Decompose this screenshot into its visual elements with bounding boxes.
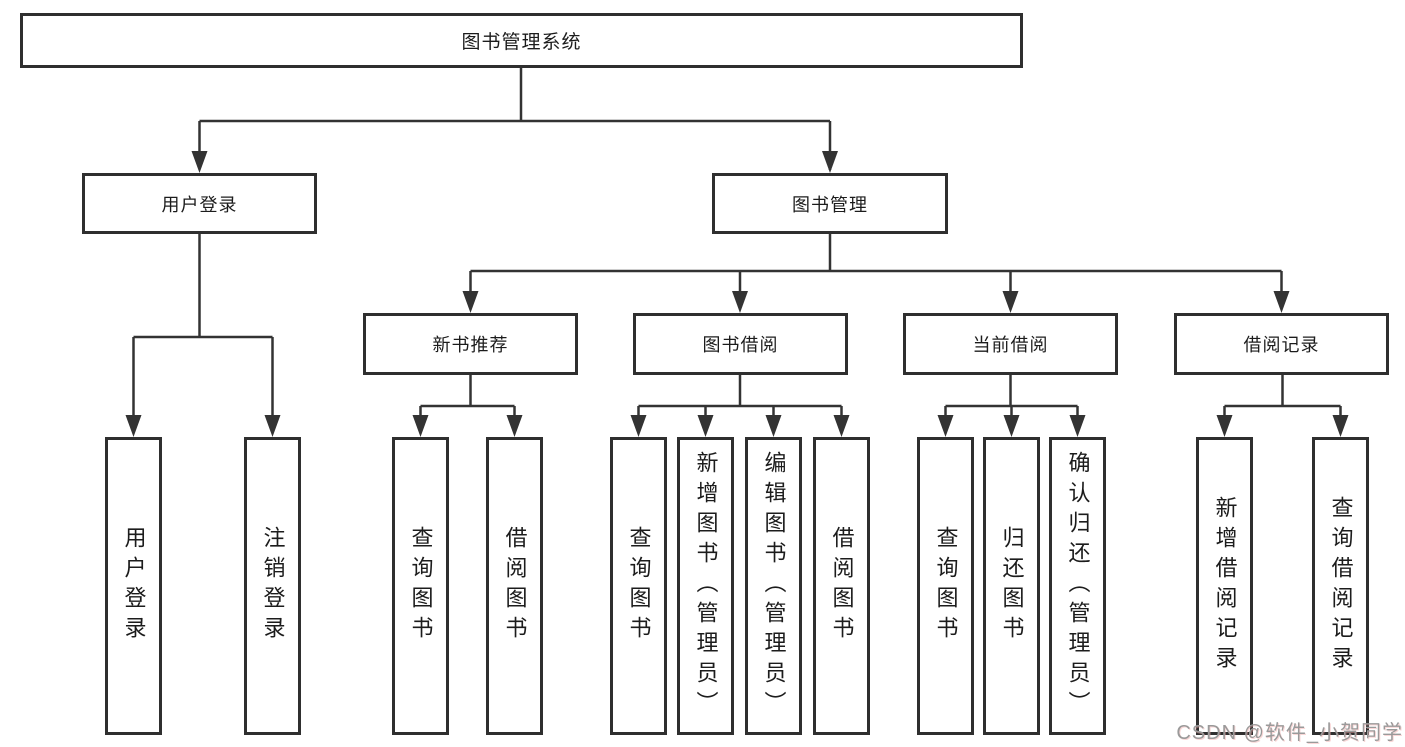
arrowhead-icon <box>1003 415 1020 437</box>
node-leaf-add-books-admin: 新增图书（管理员） <box>677 437 734 735</box>
arrowhead-icon <box>765 415 782 437</box>
arrowhead-icon <box>1273 291 1290 313</box>
arrowhead-icon <box>937 415 954 437</box>
connector-borrowing <box>637 375 843 432</box>
arrowhead-icon <box>462 291 479 313</box>
connector-root <box>198 68 832 170</box>
arrowheads-group <box>125 151 1349 437</box>
node-book-management-module: 图书管理 <box>712 173 948 234</box>
node-leaf-borrow-books-2: 借阅图书 <box>813 437 870 735</box>
arrowhead-icon <box>191 151 208 173</box>
node-borrowing-records: 借阅记录 <box>1174 313 1389 375</box>
arrowhead-icon <box>506 415 523 437</box>
node-book-borrowing: 图书借阅 <box>633 313 848 375</box>
node-leaf-query-books-2: 查询图书 <box>610 437 667 735</box>
arrowhead-icon <box>822 151 838 173</box>
arrowhead-icon <box>1069 415 1086 437</box>
node-current-borrowing: 当前借阅 <box>903 313 1118 375</box>
arrowhead-icon <box>1216 415 1233 437</box>
connector-records <box>1223 375 1342 432</box>
connector-book-management <box>469 234 1283 308</box>
arrowhead-icon <box>630 415 647 437</box>
node-leaf-return-books: 归还图书 <box>983 437 1040 735</box>
arrowhead-icon <box>732 291 748 313</box>
node-leaf-query-borrow-record: 查询借阅记录 <box>1312 437 1369 735</box>
node-leaf-edit-books-admin: 编辑图书（管理员） <box>745 437 802 735</box>
node-leaf-borrow-books-1: 借阅图书 <box>486 437 543 735</box>
node-leaf-user-login: 用户登录 <box>105 437 162 735</box>
arrowhead-icon <box>264 415 281 437</box>
csdn-watermark: CSDN @软件_小贺同学 <box>1176 722 1403 744</box>
node-new-book-recommend: 新书推荐 <box>363 313 578 375</box>
arrowhead-icon <box>412 415 429 437</box>
arrowhead-icon <box>833 415 850 437</box>
connector-new-book <box>419 375 516 432</box>
arrowhead-icon <box>125 415 142 437</box>
node-leaf-confirm-return-admin: 确认归还（管理员） <box>1049 437 1106 735</box>
arrowhead-icon <box>1332 415 1349 437</box>
node-leaf-query-books-3: 查询图书 <box>917 437 974 735</box>
node-book-management-system: 图书管理系统 <box>20 13 1023 68</box>
node-user-login-module: 用户登录 <box>82 173 317 234</box>
node-leaf-query-books-1: 查询图书 <box>392 437 449 735</box>
node-leaf-logout: 注销登录 <box>244 437 301 735</box>
connector-user-login <box>132 234 274 432</box>
connector-lines <box>132 68 1342 432</box>
arrowhead-icon <box>1002 291 1019 313</box>
arrowhead-icon <box>697 415 714 437</box>
node-leaf-add-borrow-record: 新增借阅记录 <box>1196 437 1253 735</box>
